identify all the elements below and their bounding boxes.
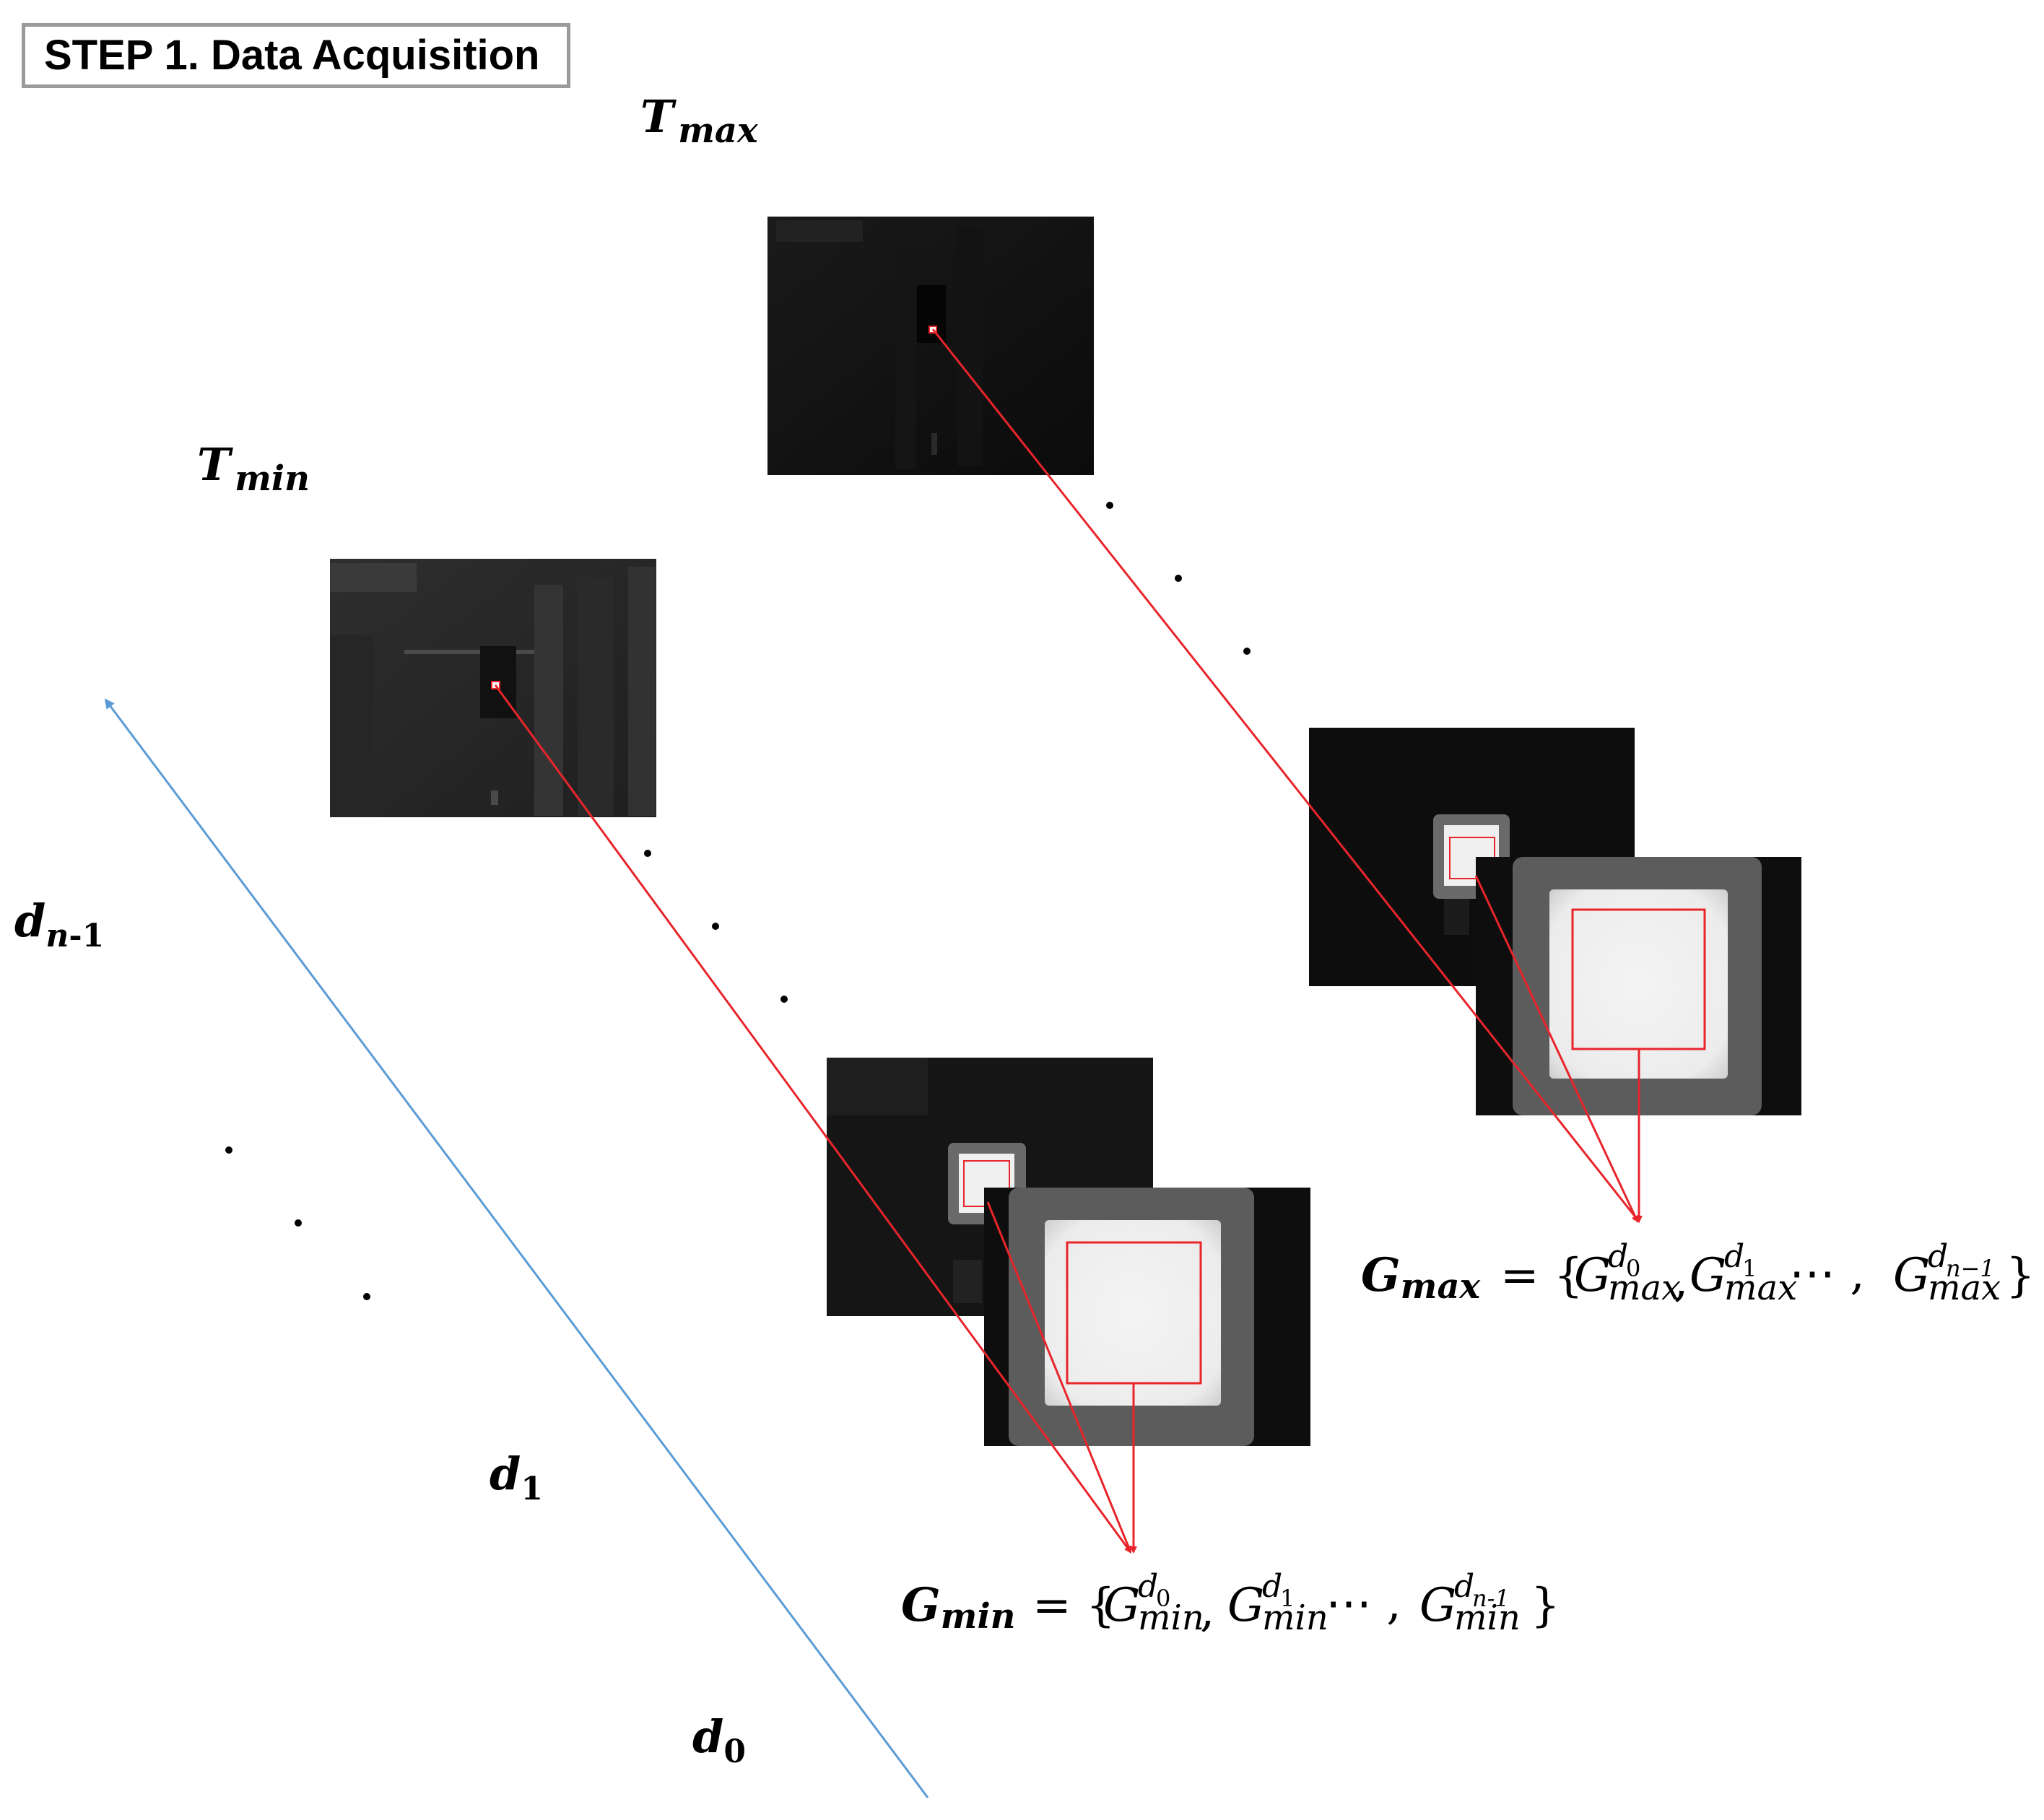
- svg-text:1: 1: [1742, 1255, 1757, 1282]
- svg-text:1: 1: [1280, 1585, 1295, 1612]
- svg-text:Gmin: Gmin: [901, 1578, 1016, 1637]
- svg-text:d: d: [1262, 1568, 1282, 1605]
- distance-axis: [104, 698, 929, 1798]
- svg-text:= {: = {: [1500, 1249, 1583, 1302]
- svg-text:d: d: [1138, 1568, 1158, 1605]
- svg-text:G: G: [1103, 1579, 1140, 1632]
- svg-text:d: d: [1608, 1238, 1628, 1275]
- step-title: STEP 1. Data Acquisition: [22, 23, 570, 88]
- svg-text:⋯ ,: ⋯ ,: [1326, 1577, 1401, 1630]
- red-arrows: [494, 328, 1643, 1554]
- ellipsis-dots: [225, 502, 1251, 1300]
- svg-text:max: max: [1608, 1268, 1681, 1308]
- frame-g-max-front: [1476, 857, 1801, 1115]
- frame-g-min-front: [984, 1188, 1310, 1446]
- label-d-n-minus-1: dn-1: [14, 894, 104, 954]
- svg-text:max: max: [1724, 1268, 1797, 1308]
- svg-text:}: }: [1531, 1579, 1560, 1632]
- svg-text:G: G: [1227, 1579, 1264, 1632]
- svg-text:n−1: n−1: [1946, 1255, 1995, 1282]
- svg-text:Gmax: Gmax: [1361, 1248, 1482, 1307]
- svg-text:G: G: [1689, 1249, 1726, 1302]
- svg-text:G: G: [1893, 1249, 1930, 1302]
- svg-text:n-1: n-1: [1472, 1585, 1510, 1612]
- svg-text:,: ,: [1674, 1254, 1688, 1307]
- svg-text:d: d: [1928, 1238, 1948, 1275]
- svg-text:= {: = {: [1032, 1579, 1115, 1632]
- svg-text:0: 0: [1626, 1255, 1640, 1282]
- svg-text:d: d: [1724, 1238, 1744, 1275]
- svg-text:}: }: [2006, 1249, 2035, 1302]
- svg-text:min: min: [1262, 1598, 1328, 1638]
- formula-g-max: Gmax = { G d 0 max , G d 1 max ⋯ , G d n…: [1361, 1238, 2035, 1308]
- svg-text:min: min: [1138, 1598, 1204, 1638]
- svg-text:max: max: [1928, 1268, 2001, 1308]
- svg-text:d: d: [1454, 1568, 1474, 1605]
- svg-text:⋯ ,: ⋯ ,: [1789, 1247, 1865, 1300]
- label-d-0: d0: [692, 1710, 746, 1770]
- svg-text:,: ,: [1200, 1584, 1214, 1637]
- label-d-1: d1: [490, 1447, 543, 1507]
- formula-g-min: Gmin = { G d 0 min , G d 1 min ⋯ , G d n…: [901, 1568, 1560, 1638]
- frame-t-min: [330, 559, 656, 817]
- svg-text:0: 0: [1156, 1585, 1170, 1612]
- svg-text:G: G: [1419, 1579, 1456, 1632]
- svg-text:G: G: [1574, 1249, 1611, 1302]
- frame-t-max: [767, 217, 1094, 475]
- svg-text:min: min: [1454, 1598, 1521, 1638]
